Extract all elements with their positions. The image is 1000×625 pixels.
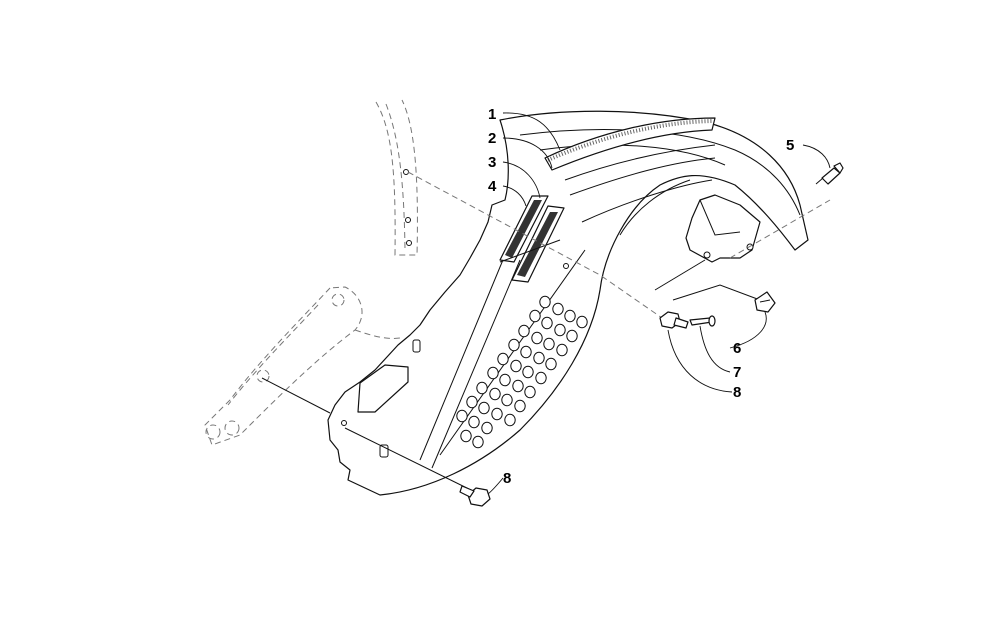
perforation-hole <box>468 415 480 429</box>
clip-nut-part-6 <box>754 291 776 313</box>
perforation-hole <box>466 395 478 409</box>
perforation-hole <box>541 316 553 330</box>
perforation-hole <box>460 429 472 443</box>
callout-leaders <box>487 112 831 495</box>
perforation-hole <box>487 366 499 380</box>
perforation-hole <box>554 323 566 337</box>
perforation-hole <box>564 309 576 323</box>
bolt-part-8-upper <box>659 311 689 329</box>
perforation-hole <box>472 435 484 449</box>
callout-4: 4 <box>488 178 497 195</box>
perforation-grid <box>456 295 588 449</box>
callout-6: 6 <box>733 340 741 357</box>
perforation-hole <box>514 399 526 413</box>
perforation-hole <box>510 359 522 373</box>
perforation-hole <box>456 409 468 423</box>
perforation-hole <box>535 371 547 385</box>
perforation-hole <box>508 338 520 352</box>
suspension-arm-ghost <box>204 286 401 446</box>
rivet-part-7 <box>689 315 716 327</box>
perforation-hole <box>552 302 564 316</box>
perforation-hole <box>556 343 568 357</box>
callout-3: 3 <box>488 154 496 171</box>
perforation-hole <box>501 393 513 407</box>
decal-set <box>499 195 565 283</box>
mounting-bracket <box>685 194 761 263</box>
perforation-hole <box>531 331 543 345</box>
frame-rail-upper <box>375 99 418 256</box>
perforation-hole <box>522 365 534 379</box>
perforation-hole <box>524 385 536 399</box>
perforation-hole <box>497 352 509 366</box>
perforation-hole <box>491 407 503 421</box>
perforation-hole <box>520 345 532 359</box>
perforation-hole <box>566 329 578 343</box>
alignment-lines <box>261 171 831 493</box>
callout-8-upper: 8 <box>733 384 741 401</box>
screw-part-5 <box>815 162 844 185</box>
grip-strip <box>544 117 716 171</box>
perforation-hole <box>545 357 557 371</box>
callout-7: 7 <box>733 364 741 381</box>
perforation-hole <box>533 351 545 365</box>
fender-flap <box>327 110 809 496</box>
perforation-hole <box>576 315 588 329</box>
perforation-hole <box>518 324 530 338</box>
callout-2: 2 <box>488 130 496 147</box>
perforation-hole <box>539 295 551 309</box>
perforation-hole <box>529 309 541 323</box>
perforation-hole <box>504 413 516 427</box>
perforation-hole <box>476 381 488 395</box>
callout-5: 5 <box>786 137 794 154</box>
perforation-hole <box>489 387 501 401</box>
perforation-hole <box>512 379 524 393</box>
callout-8-lower: 8 <box>503 470 511 487</box>
callout-1: 1 <box>488 106 496 123</box>
perforation-hole <box>478 401 490 415</box>
perforation-hole <box>543 337 555 351</box>
perforation-hole <box>499 373 511 387</box>
bolt-part-8-lower <box>459 485 491 507</box>
perforation-hole <box>481 421 493 435</box>
